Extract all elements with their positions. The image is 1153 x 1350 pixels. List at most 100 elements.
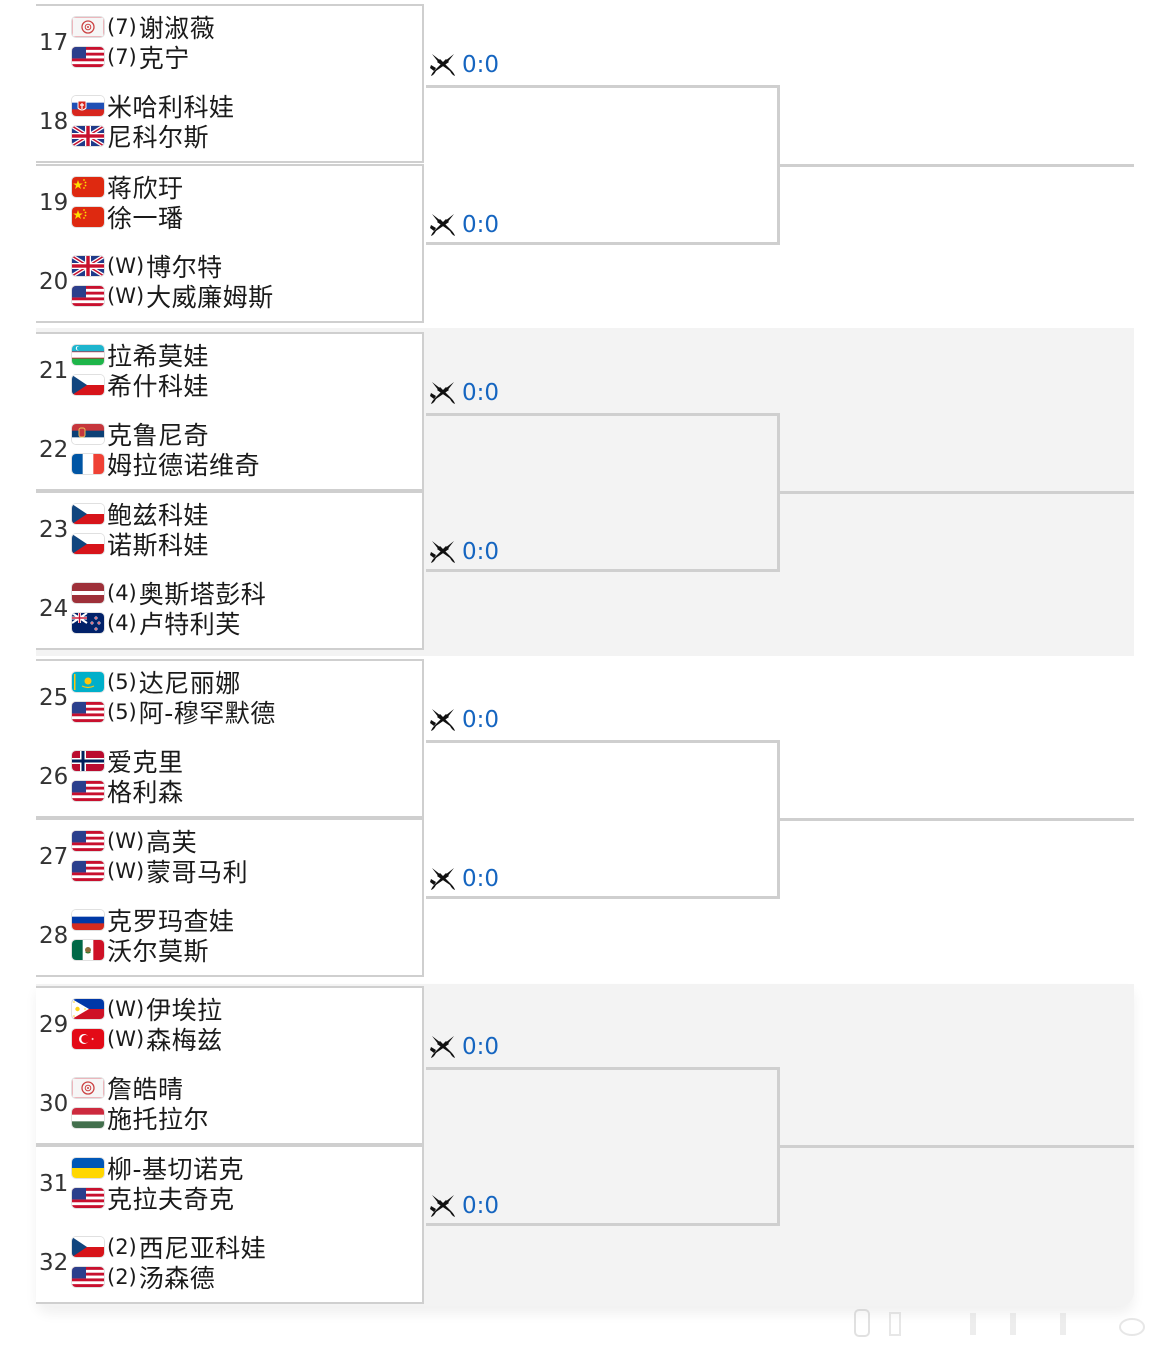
player-row[interactable]: 詹皓晴 [72, 1073, 184, 1104]
match-score[interactable]: 0:0 [428, 50, 499, 80]
draw-position-number: 22 [39, 437, 69, 463]
player-row[interactable]: 姆拉德诺维奇 [72, 449, 260, 480]
player-row[interactable]: 柳-基切诺克 [72, 1153, 244, 1184]
player-row[interactable]: (7)谢淑薇 [72, 12, 216, 43]
draw-entry[interactable]: 20 (W)博尔特(W)大威廉姆斯 [36, 245, 424, 324]
player-row[interactable]: 爱克里 [72, 746, 184, 777]
player-row[interactable]: (W)蒙哥马利 [72, 856, 249, 887]
match-score[interactable]: 0:0 [428, 864, 499, 894]
next-round-line [780, 1145, 1134, 1148]
flag-ph-icon [72, 999, 104, 1019]
player-name: 森梅兹 [146, 1026, 223, 1055]
player-row[interactable]: 格利森 [72, 776, 184, 807]
crossed-rackets-icon [430, 54, 455, 76]
match-score[interactable]: 0:0 [428, 705, 499, 735]
score-value: 0:0 [462, 52, 500, 78]
player-row[interactable]: 克拉夫奇克 [72, 1183, 235, 1214]
crossed-rackets-icon [430, 709, 455, 731]
player-row[interactable]: (W)伊埃拉 [72, 994, 223, 1025]
flag-cz-icon [72, 534, 104, 554]
player-row[interactable]: (4)卢特利芙 [72, 608, 241, 639]
match-score[interactable]: 0:0 [428, 1032, 499, 1062]
player-row[interactable]: 克鲁尼奇 [72, 419, 209, 450]
bracket-connector [426, 413, 780, 572]
player-name: 蒙哥马利 [146, 858, 249, 887]
player-row[interactable]: (5)达尼丽娜 [72, 667, 241, 698]
flag-nz-icon [72, 613, 104, 633]
flag-hu-icon [72, 1108, 104, 1128]
flag-sk-icon [72, 96, 104, 116]
match-pair[interactable]: 19 蒋欣玗徐一璠 20 (W)博尔特(W)大威廉姆斯 [36, 164, 424, 323]
match-score[interactable]: 0:0 [428, 537, 499, 567]
draw-entry[interactable]: 27(W)高芙(W)蒙哥马利 [36, 820, 424, 899]
player-row[interactable]: (4)奥斯塔彭科 [72, 578, 267, 609]
match-score[interactable]: 0:0 [428, 378, 499, 408]
player-row[interactable]: 拉希莫娃 [72, 340, 210, 371]
player-name: 奥斯塔彭科 [138, 580, 267, 609]
player-row[interactable]: (5)阿-穆罕默德 [72, 697, 276, 728]
player-name: 诺斯科娃 [107, 531, 210, 560]
draw-position-number: 17 [39, 30, 69, 56]
player-row[interactable]: 尼科尔斯 [72, 121, 209, 152]
bracket-connector [426, 85, 780, 245]
seed-label: (W) [107, 829, 145, 853]
seed-label: (4) [107, 611, 137, 635]
draw-position-number: 29 [39, 1012, 69, 1038]
flag-us-icon [72, 702, 104, 722]
draw-position-number: 19 [39, 190, 69, 216]
player-row[interactable]: (W)大威廉姆斯 [72, 281, 274, 312]
player-name: 沃尔莫斯 [107, 937, 210, 966]
draw-entry[interactable]: 24(4)奥斯塔彭科 (4)卢特利芙 [36, 572, 424, 651]
player-row[interactable]: 施托拉尔 [72, 1103, 209, 1134]
draw-entry[interactable]: 25(5)达尼丽娜(5)阿-穆罕默德 [36, 661, 424, 740]
player-row[interactable]: 克罗玛查娃 [72, 905, 235, 936]
draw-entry[interactable]: 19 蒋欣玗徐一璠 [36, 166, 424, 245]
match-score[interactable]: 0:0 [428, 210, 499, 240]
player-row[interactable]: 徐一璠 [72, 202, 184, 233]
flag-ru-icon [72, 910, 104, 930]
player-row[interactable]: 希什科娃 [72, 370, 209, 401]
seed-label: (W) [107, 284, 145, 308]
draw-entry[interactable]: 17(7)谢淑薇(7)克宁 [36, 6, 424, 85]
draw-entry[interactable]: 32(2)西尼亚科娃(2)汤森德 [36, 1226, 424, 1305]
draw-position-number: 18 [39, 109, 69, 135]
player-name: 拉希莫娃 [107, 342, 210, 371]
crossed-rackets-icon [430, 214, 455, 236]
player-name: 谢淑薇 [138, 14, 216, 43]
draw-entry[interactable]: 29(W)伊埃拉(W)森梅兹 [36, 988, 424, 1067]
draw-position-number: 28 [39, 923, 69, 949]
draw-position-number: 27 [39, 844, 69, 870]
player-row[interactable]: 米哈利科娃 [72, 91, 235, 122]
seed-label: (4) [107, 581, 137, 605]
player-row[interactable]: (2)西尼亚科娃 [72, 1232, 266, 1263]
player-row[interactable]: (W)高芙 [72, 826, 197, 857]
flag-mx-icon [72, 940, 104, 960]
player-name: 汤森德 [138, 1264, 216, 1293]
player-row[interactable]: 沃尔莫斯 [72, 935, 210, 966]
player-row[interactable]: 蒋欣玗 [72, 172, 184, 203]
player-name: 蒋欣玗 [107, 174, 184, 203]
bracket-connector [426, 1067, 780, 1226]
player-row[interactable]: (7)克宁 [72, 42, 190, 73]
match-score[interactable]: 0:0 [428, 1191, 499, 1221]
player-row[interactable]: (2)汤森德 [72, 1262, 216, 1293]
player-row[interactable]: 鲍兹科娃 [72, 499, 209, 530]
player-row[interactable]: 诺斯科娃 [72, 529, 210, 560]
player-row[interactable]: (W)森梅兹 [72, 1024, 223, 1055]
player-row[interactable]: (W)博尔特 [72, 251, 223, 282]
